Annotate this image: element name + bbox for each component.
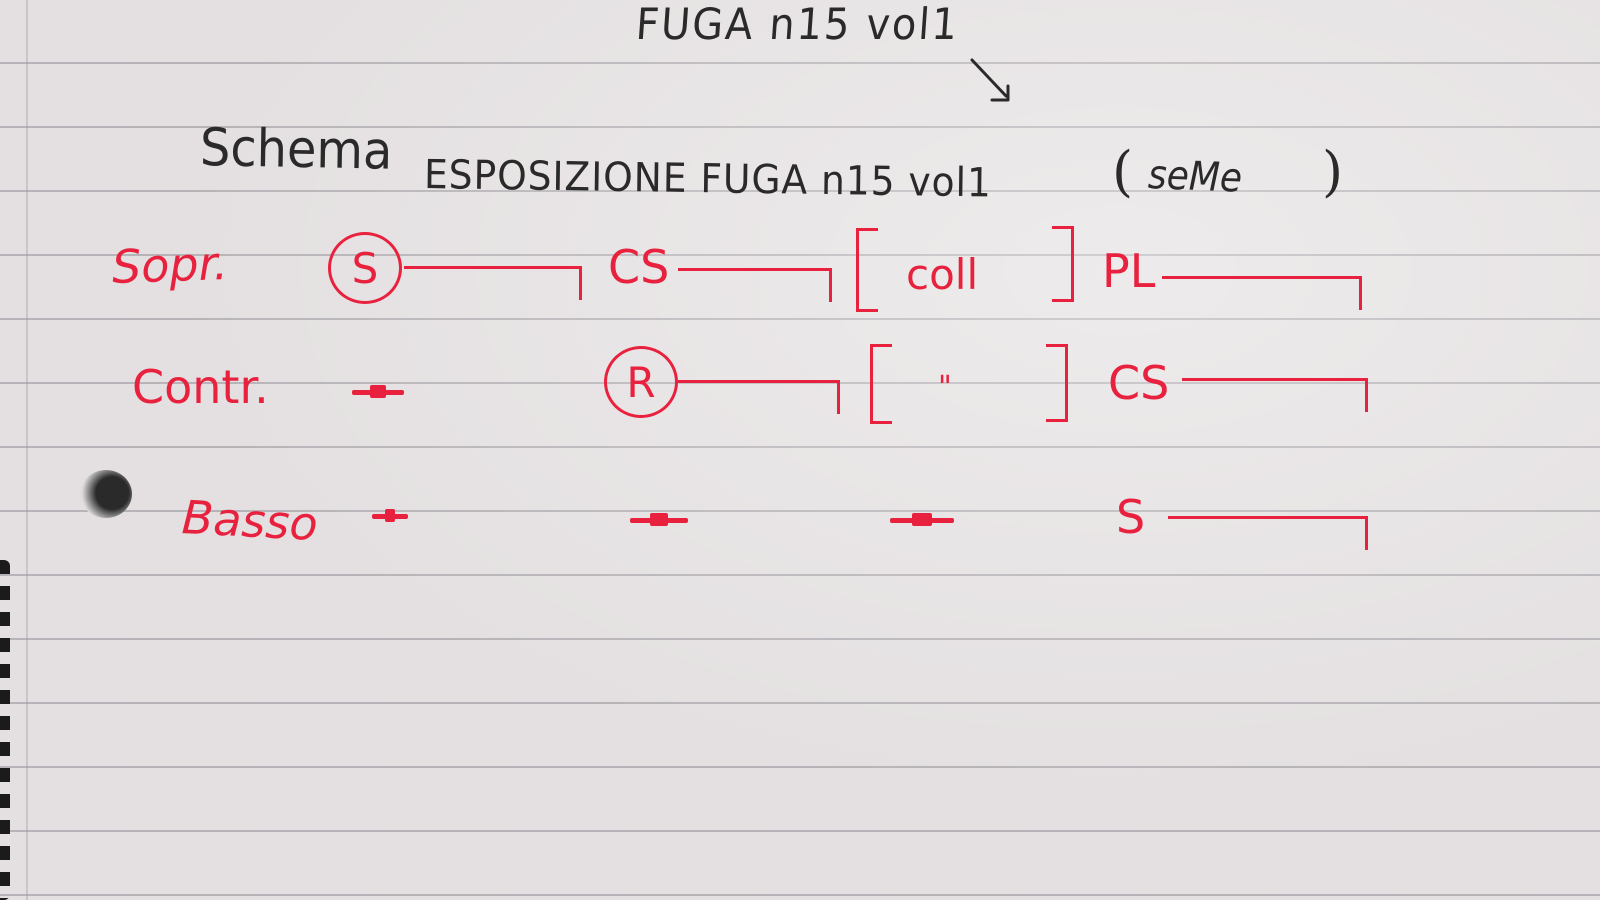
- rest-mark-basso-1: [372, 509, 408, 522]
- answer-circle: R: [604, 346, 678, 418]
- punch-hole: [80, 470, 132, 518]
- schema-subheading: ESPOSIZIONE FUGA n15 vol1: [423, 152, 993, 207]
- page-title: FUGA n15 vol1: [634, 0, 961, 50]
- voice-label-contr: Contr.: [132, 360, 269, 414]
- rest-mark-basso-2: [630, 513, 688, 526]
- subject-circle: S: [328, 232, 402, 304]
- bracket-open-contr: [870, 344, 892, 424]
- countersubject-label-contr: CS: [1108, 356, 1170, 410]
- coll-label: coll: [906, 250, 979, 299]
- paren-content: seMe: [1147, 152, 1243, 202]
- ditto-mark: ": [938, 370, 952, 405]
- bracket-close-sopr: [1052, 226, 1074, 302]
- bracket-open-sopr: [856, 228, 878, 312]
- voice-label-sopr: Sopr.: [111, 235, 229, 294]
- countersubject-line-sopr: [678, 268, 832, 302]
- subject-line: [404, 266, 582, 300]
- schema-heading: Schema: [199, 118, 393, 182]
- spiral-binding: [0, 560, 10, 900]
- paren-open: (: [1112, 140, 1134, 203]
- down-right-arrow-icon: [970, 58, 1010, 102]
- answer-line: [678, 380, 840, 414]
- subject-line-basso: [1168, 516, 1368, 550]
- countersubject-label-sopr: CS: [608, 240, 670, 294]
- margin-line: [26, 0, 28, 900]
- rest-mark-contr: [352, 385, 404, 398]
- rest-mark-basso-3: [890, 513, 954, 526]
- paren-close: ): [1322, 140, 1344, 203]
- pl-label: PL: [1102, 244, 1156, 298]
- voice-label-basso: Basso: [180, 490, 320, 552]
- countersubject-line-contr: [1182, 378, 1368, 412]
- subject-label-basso: S: [1116, 490, 1146, 544]
- pl-line: [1162, 276, 1362, 310]
- bracket-close-contr: [1046, 344, 1068, 422]
